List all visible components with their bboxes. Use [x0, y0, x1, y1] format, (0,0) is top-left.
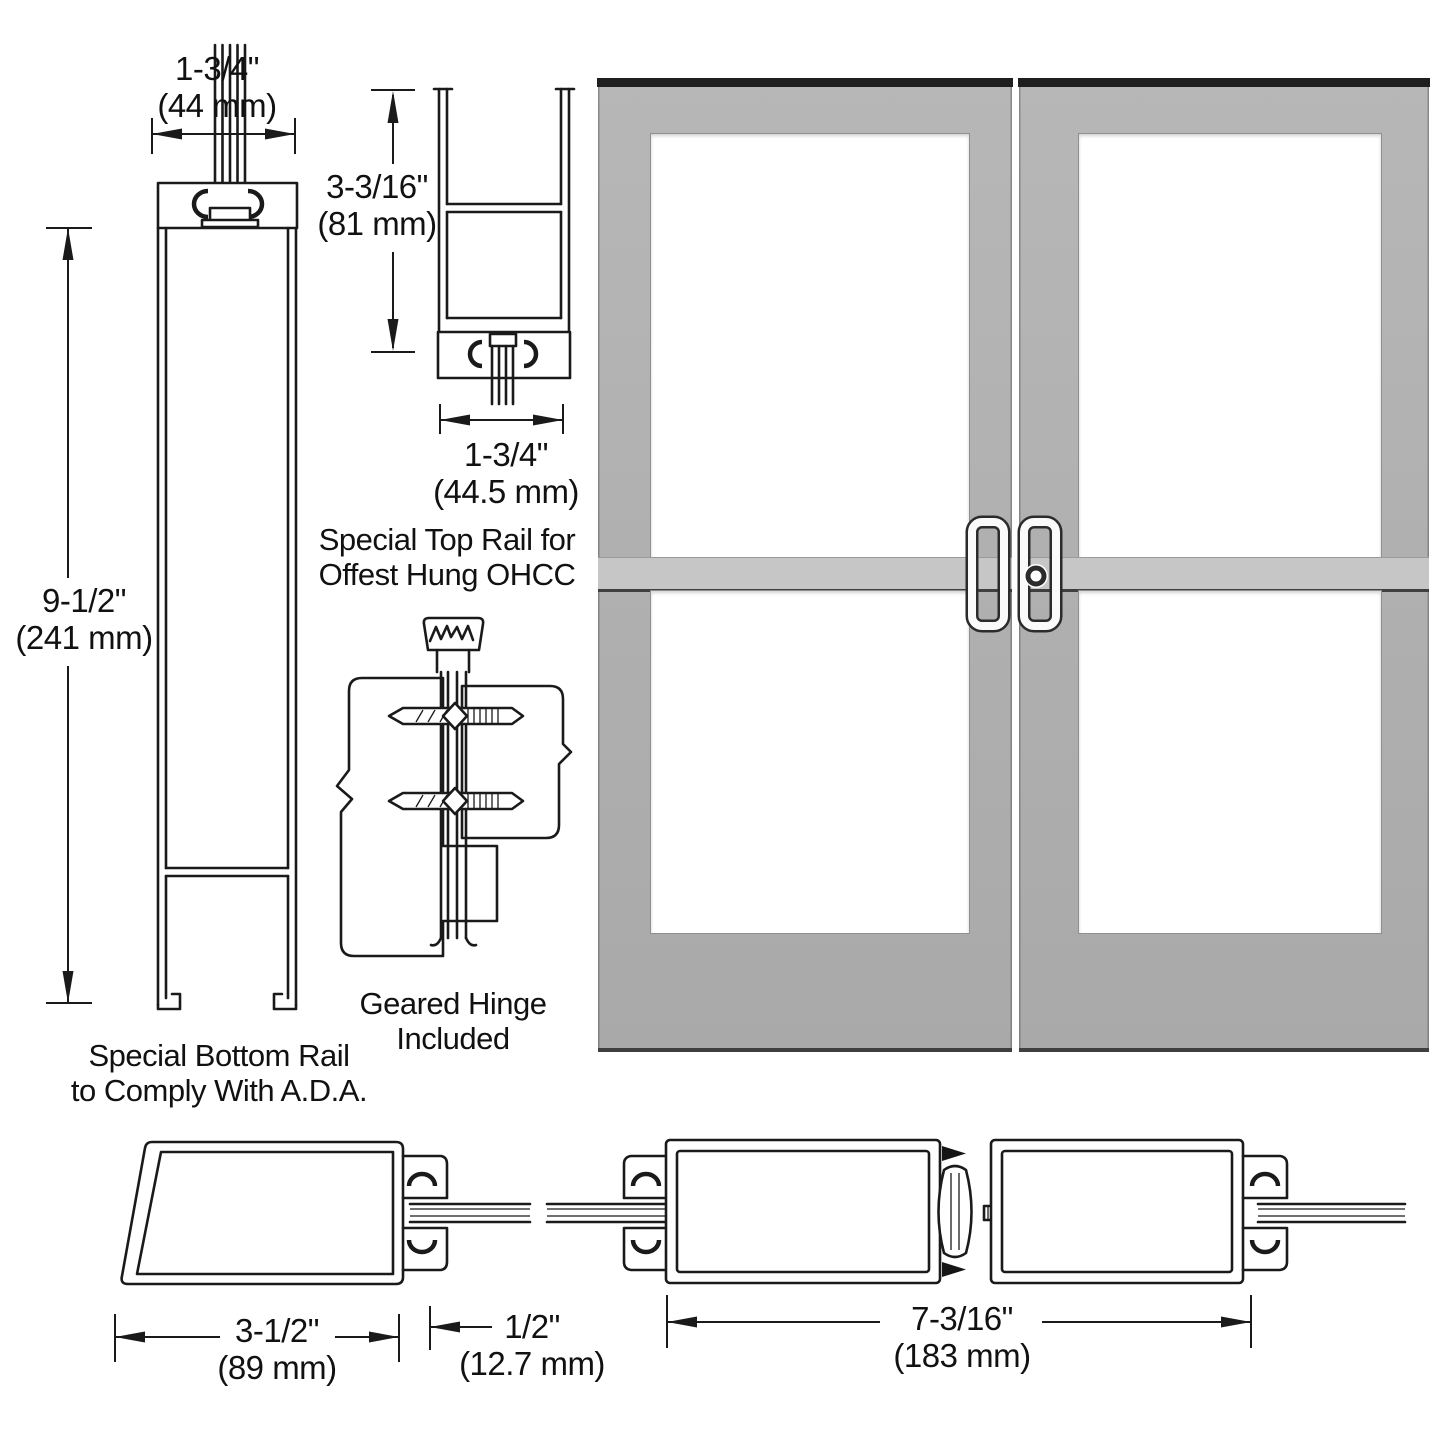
caption-top-rail: Special Top Rail for Offest Hung OHCC: [318, 522, 576, 592]
door-left-mid-rail: [598, 557, 1012, 592]
caption-geared-hinge: Geared Hinge Included: [359, 986, 547, 1056]
door-right-lower-glass: [1078, 590, 1382, 934]
door-left: [597, 78, 1013, 1052]
door-left-lower-glass: [650, 590, 970, 934]
label-top-rail-width: 1-3/4" (44 mm): [157, 50, 277, 124]
door-right-mid-rail: [1019, 557, 1429, 592]
label-pair-width: 7-3/16" (183 mm): [893, 1300, 1031, 1374]
door-left-bottom-edge: [598, 1048, 1012, 1052]
door-left-upper-glass: [650, 133, 970, 559]
door-right-upper-glass: [1078, 133, 1382, 559]
label-glass-gap: 1/2" (12.7 mm): [459, 1308, 605, 1382]
label-stile-width: 3-1/2" (89 mm): [217, 1312, 337, 1386]
hinge-screw-top: [387, 701, 525, 731]
label-top-rail-width2: 1-3/4" (44.5 mm): [433, 436, 579, 510]
dimension-top-rail-width2: [439, 404, 564, 434]
door-right-top-cap: [1018, 78, 1430, 87]
label-bottom-rail-height: 9-1/2" (241 mm): [15, 582, 153, 656]
caption-bottom-rail: Special Bottom Rail to Comply With A.D.A…: [70, 1038, 368, 1108]
top-rail-section-drawing: [432, 87, 576, 406]
door-left-top-cap: [597, 78, 1013, 87]
bottom-rail-section-drawing: [156, 43, 299, 1011]
hinge-screw-bottom: [387, 786, 525, 816]
hinge-stile-pair-section-drawing: [622, 1138, 1407, 1285]
label-top-rail-height: 3-3/16" (81 mm): [317, 168, 437, 242]
wide-stile-section-drawing: [120, 1140, 670, 1286]
geared-hinge-drawing: [335, 616, 573, 958]
door-right: [1018, 78, 1430, 1052]
door-right-bottom-edge: [1019, 1048, 1429, 1052]
